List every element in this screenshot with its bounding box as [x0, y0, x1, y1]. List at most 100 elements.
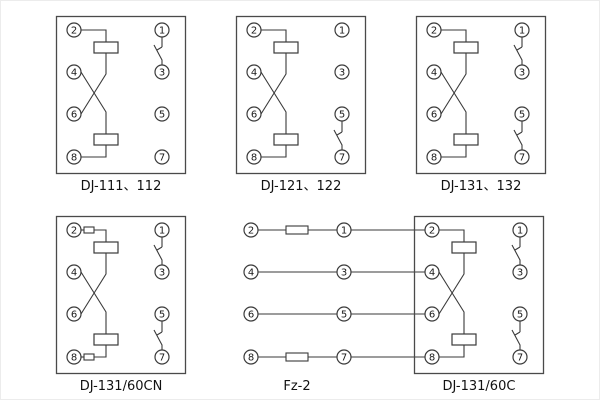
terminal-circle — [243, 264, 259, 280]
terminal-circle — [154, 149, 170, 165]
terminal-number: 8 — [429, 353, 435, 364]
panel-dj-111-112: 2 4 6 8 1 3 5 7 DJ-111、112 — [55, 15, 187, 194]
terminal-number: 2 — [71, 226, 77, 237]
contact-symbol-1-3 — [511, 237, 521, 265]
wire — [81, 145, 107, 158]
panel-caption: DJ-131/60C — [443, 379, 516, 394]
coil — [273, 133, 299, 146]
terminal-number: 8 — [71, 353, 77, 364]
coil — [93, 41, 119, 54]
panel-border — [55, 15, 187, 175]
terminal-circle — [243, 349, 259, 365]
terminal-number: 5 — [159, 110, 165, 121]
panel-border — [413, 215, 545, 375]
panel-caption: DJ-131、132 — [441, 179, 522, 194]
wire — [80, 253, 107, 315]
terminal-number: 2 — [251, 26, 257, 37]
terminal-circle — [66, 306, 82, 322]
coil — [93, 333, 119, 346]
terminal-circle — [334, 64, 350, 80]
panel-dj-131-60cn: 2 4 6 8 1 3 5 7 DJ-131/60CN — [55, 215, 187, 394]
terminal-circle — [154, 22, 170, 38]
contact-blade — [153, 244, 163, 265]
contact-blade — [153, 44, 163, 65]
terminal-circle — [512, 264, 528, 280]
terminal-circle — [66, 149, 82, 165]
terminal-circle — [66, 22, 82, 38]
terminal-number: 1 — [341, 226, 347, 237]
terminal-circle — [512, 222, 528, 238]
terminal-number: 8 — [71, 153, 77, 164]
contact-hook — [516, 46, 523, 51]
terminal-circle — [424, 306, 440, 322]
wire — [260, 71, 287, 134]
panel-fz-2: 2 4 6 8 1 3 5 7 Fz-2 — [243, 222, 425, 394]
terminal-circle — [154, 349, 170, 365]
terminal-number: 1 — [159, 226, 165, 237]
wire — [94, 229, 107, 242]
terminal-circle — [154, 222, 170, 238]
terminal-circle — [426, 64, 442, 80]
coil — [93, 133, 119, 146]
contact-blade — [511, 244, 521, 265]
terminal-number: 8 — [431, 153, 437, 164]
contact-blade — [333, 129, 343, 150]
terminal-circle — [334, 149, 350, 165]
wire — [80, 53, 107, 115]
contact-symbol-1-3 — [153, 37, 163, 65]
coil — [273, 41, 299, 54]
contact-blade — [153, 329, 163, 350]
contact-hook — [514, 331, 521, 336]
resistor — [285, 225, 309, 235]
panel-border — [415, 15, 547, 175]
terminal-circle — [514, 106, 530, 122]
terminal-circle — [246, 64, 262, 80]
terminal-number: 4 — [248, 268, 254, 279]
contact-symbol-5-7 — [511, 321, 521, 350]
wire — [261, 145, 287, 158]
terminal-number: 4 — [251, 68, 257, 79]
terminal-number: 5 — [519, 110, 525, 121]
panel-dj-121-122: 2 4 6 8 1 3 5 7 DJ-121、122 — [235, 15, 367, 194]
coil — [451, 333, 477, 346]
contact-hook — [156, 331, 163, 336]
contact-blade — [513, 44, 523, 65]
terminal-circle — [512, 306, 528, 322]
wire — [439, 229, 465, 242]
terminal-number: 5 — [341, 310, 347, 321]
panel-caption: Fz-2 — [283, 379, 310, 394]
contact-hook — [516, 131, 523, 136]
terminal-circle — [154, 106, 170, 122]
coil — [453, 133, 479, 146]
terminal-number: 6 — [431, 110, 437, 121]
terminal-circle — [243, 222, 259, 238]
terminal-number: 2 — [248, 226, 254, 237]
terminal-number: 7 — [159, 153, 165, 164]
terminal-circle — [243, 306, 259, 322]
terminal-circle — [66, 264, 82, 280]
coil — [451, 241, 477, 254]
contact-hook — [514, 246, 521, 251]
terminal-circle — [514, 149, 530, 165]
terminal-number: 7 — [159, 353, 165, 364]
wire — [441, 145, 467, 158]
terminal-number: 2 — [71, 26, 77, 37]
panel-border — [55, 215, 187, 375]
terminal-circle — [66, 64, 82, 80]
resistor — [285, 352, 309, 362]
terminal-number: 8 — [248, 353, 254, 364]
terminal-circle — [426, 22, 442, 38]
contact-blade — [511, 329, 521, 350]
terminal-circle — [154, 306, 170, 322]
wire — [94, 345, 107, 358]
terminal-circle — [514, 64, 530, 80]
terminal-circle — [336, 306, 352, 322]
terminal-number: 3 — [339, 68, 345, 79]
terminal-number: 7 — [519, 153, 525, 164]
terminal-circle — [334, 106, 350, 122]
terminal-circle — [246, 149, 262, 165]
wire — [438, 253, 465, 315]
terminal-circle — [336, 264, 352, 280]
